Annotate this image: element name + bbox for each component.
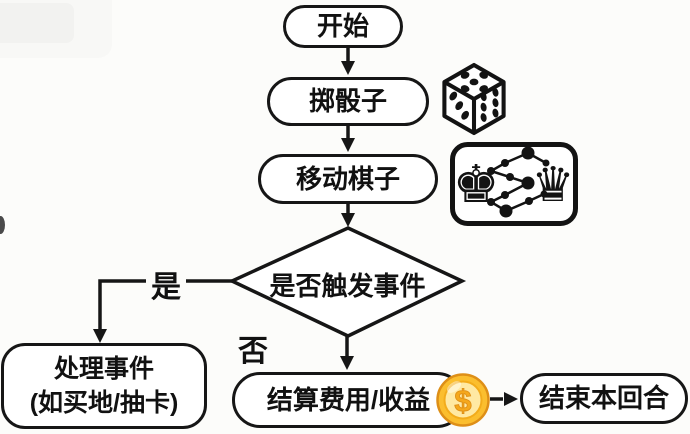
node-handle-event: 处理事件 (如买地/抽卡) bbox=[1, 343, 207, 429]
node-end-turn: 结束本回合 bbox=[520, 373, 688, 424]
watermark-corner-inner bbox=[0, 3, 74, 43]
node-start: 开始 bbox=[283, 5, 403, 48]
node-move-piece-label: 移动棋子 bbox=[295, 163, 400, 194]
branch-label-yes: 是 bbox=[151, 271, 181, 304]
node-move-piece: 移动棋子 bbox=[258, 154, 438, 204]
branch-label-no: 否 bbox=[238, 335, 268, 368]
decision-diamond bbox=[227, 226, 467, 338]
arrowhead-to-handle bbox=[93, 329, 107, 343]
node-handle-event-line2: (如买地/抽卡) bbox=[29, 389, 179, 417]
left-edge-artifact bbox=[0, 216, 5, 234]
move-network-nodes bbox=[487, 146, 550, 218]
coin-dollar-symbol: $ bbox=[454, 383, 471, 418]
arrowhead-to-roll bbox=[341, 61, 355, 75]
coin-dollar-icon: $ bbox=[436, 373, 490, 427]
decision-label: 是否触发事件 bbox=[269, 271, 426, 301]
node-settle: 结算费用/收益 bbox=[232, 372, 465, 428]
arrowhead-to-end bbox=[504, 392, 518, 406]
arrowhead-to-move bbox=[341, 138, 355, 152]
node-settle-label: 结算费用/收益 bbox=[266, 384, 431, 415]
yes-branch-line-2 bbox=[98, 279, 146, 330]
node-roll-dice: 掷骰子 bbox=[267, 77, 429, 126]
node-end-turn-label: 结束本回合 bbox=[538, 383, 669, 414]
chess-queen-glyph: ♛ bbox=[531, 159, 574, 212]
node-roll-dice-label: 掷骰子 bbox=[308, 86, 387, 117]
arrowhead-to-decision bbox=[341, 213, 355, 227]
dice-icon bbox=[442, 62, 506, 136]
arrowhead-to-settle bbox=[340, 356, 354, 370]
node-handle-event-line1: 处理事件 bbox=[53, 355, 154, 383]
move-network-edges bbox=[487, 151, 547, 213]
node-start-label: 开始 bbox=[316, 11, 369, 42]
chess-network-icon: ♚ ♛ bbox=[450, 142, 578, 226]
